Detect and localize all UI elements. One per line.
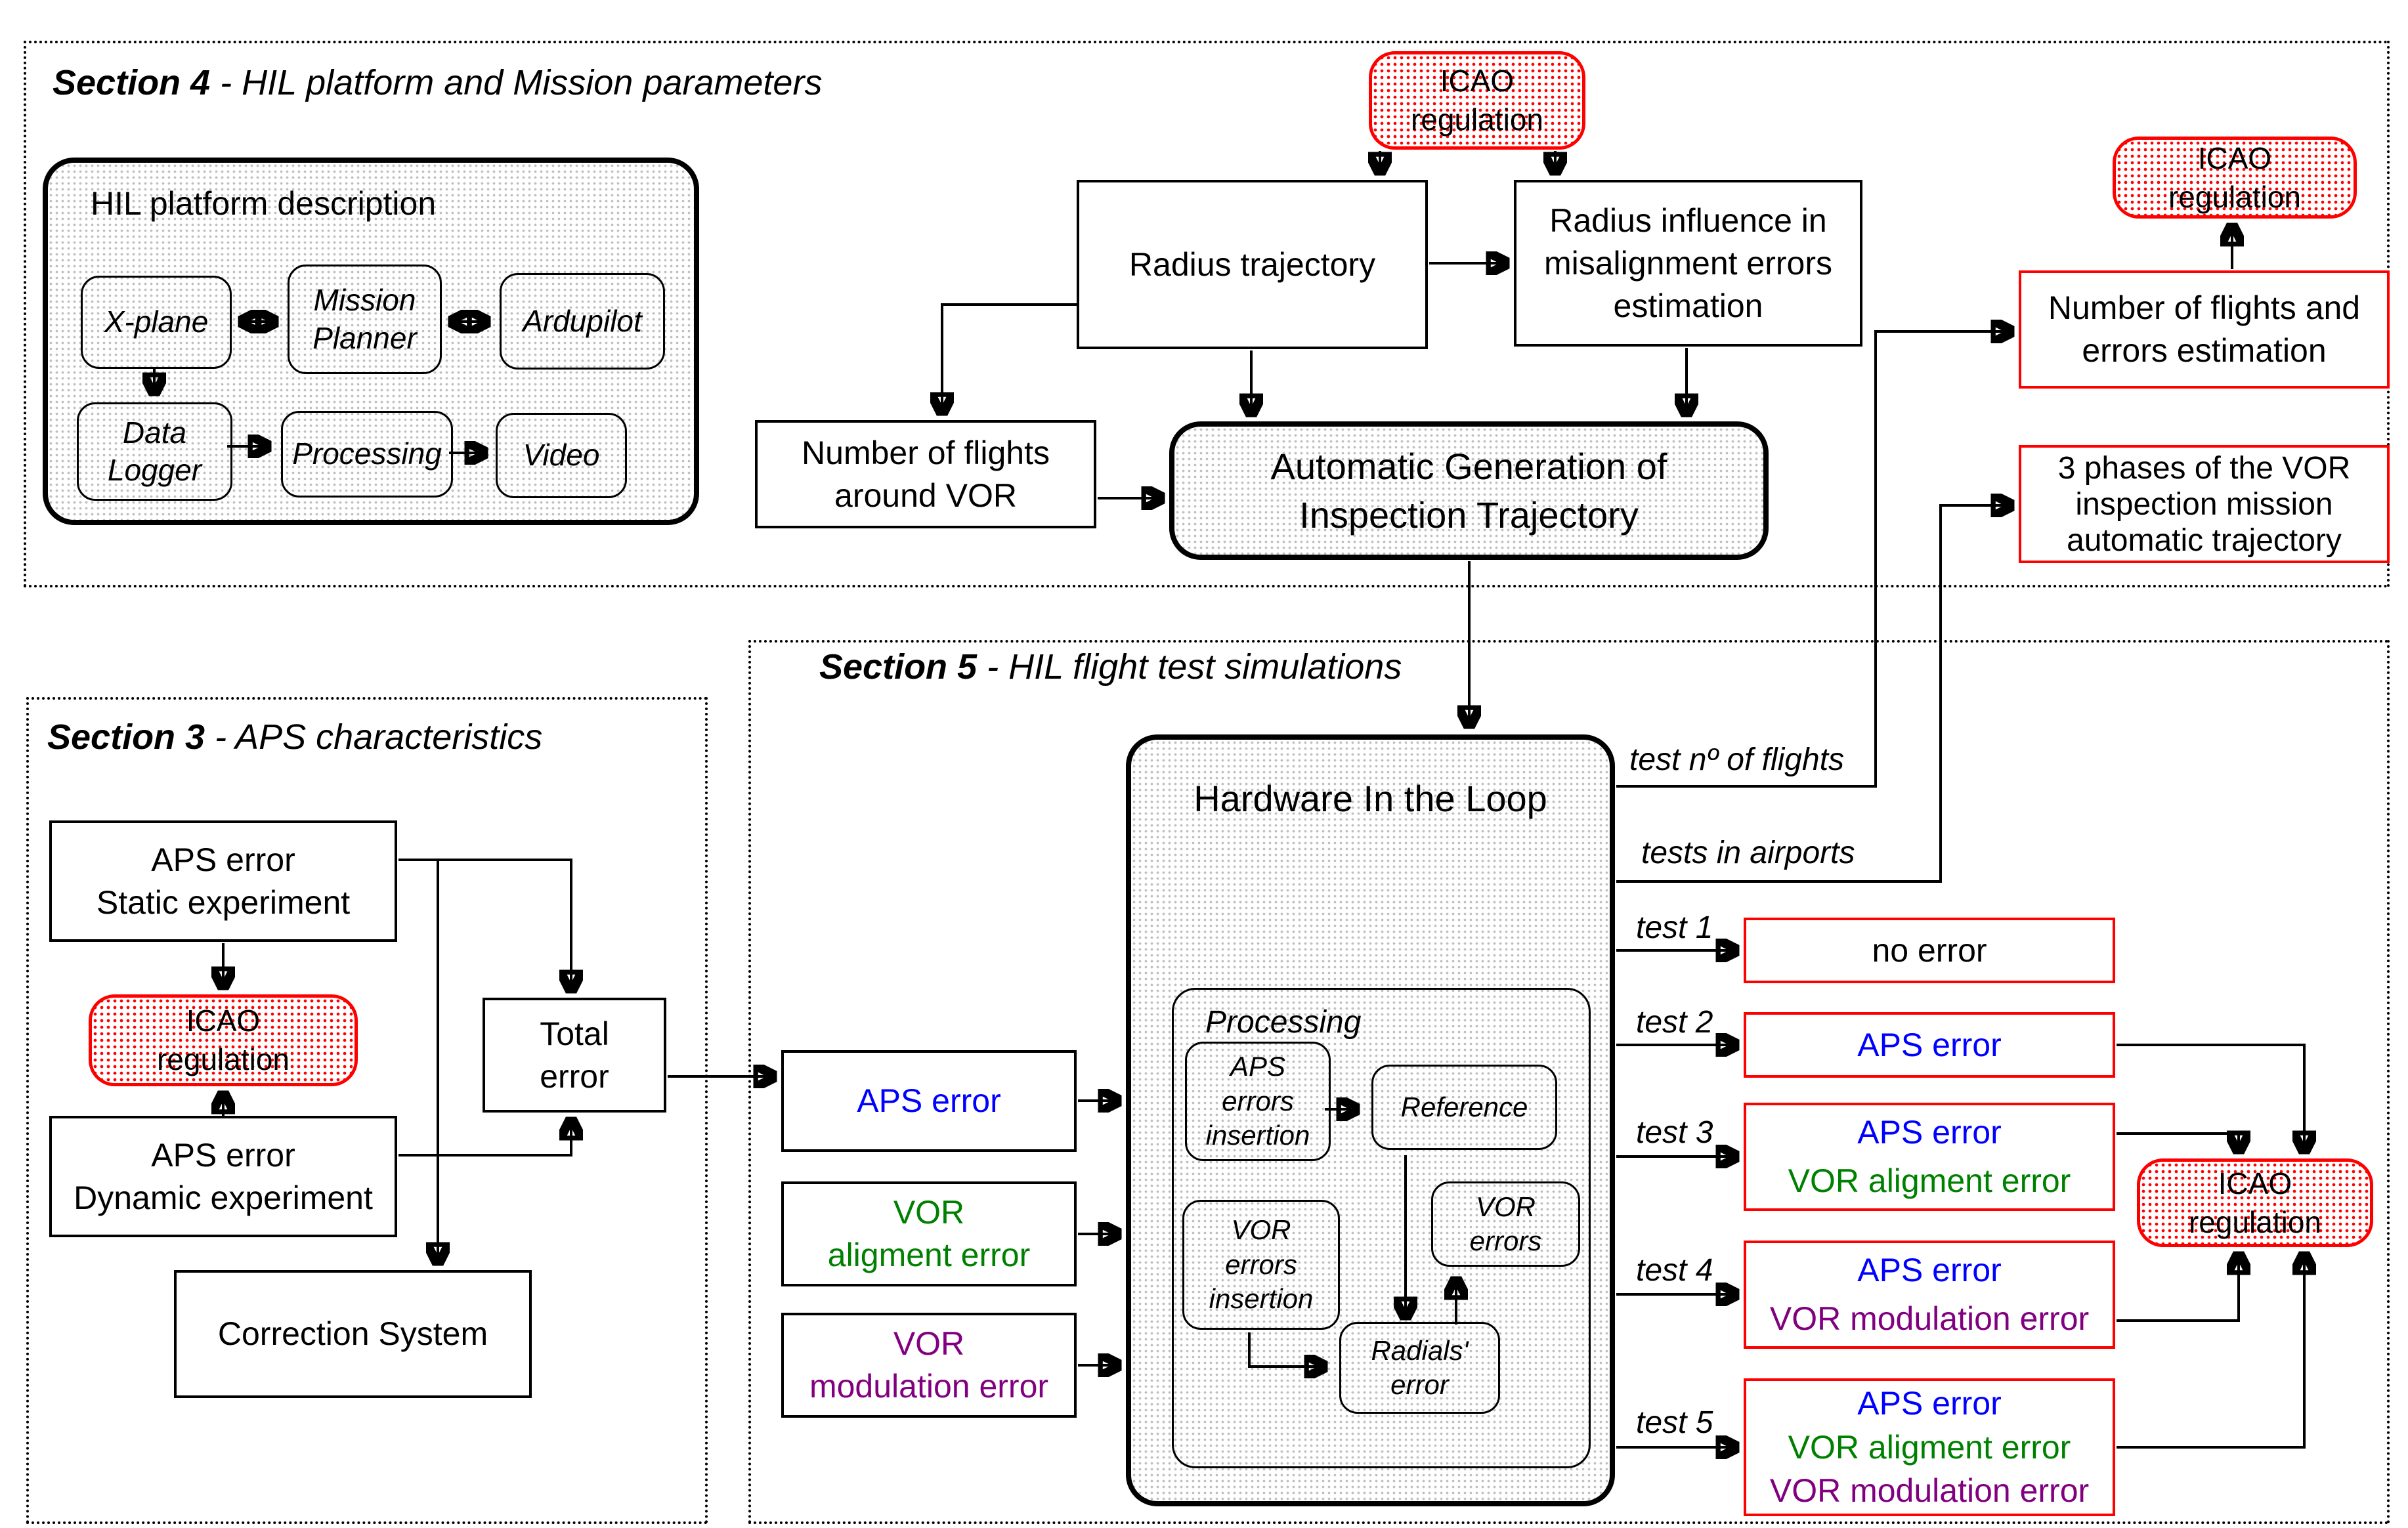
node-xplane: X-plane	[81, 276, 232, 369]
icao-regulation-top-right: ICAO regulation	[2113, 137, 2357, 219]
node-vor-errors: VOR errors	[1431, 1181, 1580, 1267]
label-test-3: test 3	[1636, 1115, 1713, 1150]
node-radials-error: Radials' error	[1339, 1322, 1500, 1414]
test3-row-aps: APS error	[1857, 1114, 2002, 1151]
node-video: Video	[496, 413, 627, 498]
section5-frame	[748, 640, 2390, 1524]
box-aps-static: APS error Static experiment	[49, 820, 397, 942]
node-ardupilot: Ardupilot	[500, 273, 665, 370]
section4-title: Section 4 - HIL platform and Mission par…	[53, 62, 822, 103]
box-radius-trajectory: Radius trajectory	[1077, 180, 1428, 349]
node-mission-planner: Mission Planner	[288, 265, 442, 374]
box-flights-around-vor: Number of flights around VOR	[755, 420, 1096, 528]
test5-row-vor-modulation: VOR modulation error	[1769, 1472, 2090, 1510]
test4-row-aps: APS error	[1857, 1252, 2002, 1288]
test1-row: no error	[1872, 931, 1987, 969]
hil-platform-box: HIL platform description X-plane Mission…	[43, 158, 699, 525]
section4-title-bold: Section 4	[53, 63, 211, 102]
test2-row: APS error	[1857, 1026, 2002, 1063]
label-test-4: test 4	[1636, 1253, 1713, 1288]
test1-result-box: no error	[1744, 918, 2115, 983]
hil-platform-title: HIL platform description	[91, 185, 437, 222]
node-aps-errors-insertion: APS errors insertion	[1185, 1042, 1331, 1161]
test4-result-box: APS error VOR modulation error	[1744, 1241, 2115, 1349]
test2-result-box: APS error	[1744, 1012, 2115, 1078]
label-test-no-of-flights: test nº of flights	[1629, 742, 1845, 777]
label-test-1: test 1	[1636, 910, 1713, 945]
node-processing: Processing	[281, 411, 453, 498]
label-tests-in-airports: tests in airports	[1641, 836, 1855, 870]
section3-title: Section 3 - APS characteristics	[47, 717, 542, 757]
section3-title-rest: - APS characteristics	[205, 717, 543, 757]
icao-regulation-section5: ICAO regulation	[2137, 1158, 2373, 1247]
icao-regulation-top: ICAO regulation	[1369, 51, 1585, 150]
node-reference: Reference	[1371, 1065, 1557, 1150]
test3-result-box: APS error VOR aligment error	[1744, 1103, 2115, 1211]
box-total-error: Total error	[483, 998, 666, 1113]
input-vor-alignment-error: VOR aligment error	[781, 1181, 1077, 1286]
processing-title: Processing	[1205, 1005, 1362, 1040]
section3-title-bold: Section 3	[47, 717, 205, 757]
section3-frame	[26, 697, 708, 1524]
box-correction-system: Correction System	[174, 1270, 532, 1398]
processing-box: Processing APS errors insertion Referenc…	[1172, 988, 1591, 1468]
hardware-in-the-loop-box: Hardware In the Loop Processing APS erro…	[1126, 734, 1615, 1506]
box-flights-errors-estimation: Number of flights and errors estimation	[2019, 270, 2390, 389]
input-vor-modulation-error: VOR modulation error	[781, 1313, 1077, 1418]
hil-title: Hardware In the Loop	[1193, 778, 1547, 820]
input-aps-error: APS error	[781, 1050, 1077, 1152]
test4-row-vor-modulation: VOR modulation error	[1769, 1300, 2090, 1337]
icao-regulation-section3: ICAO regulation	[89, 994, 358, 1086]
box-aps-dynamic: APS error Dynamic experiment	[49, 1116, 397, 1237]
node-data-logger: Data Logger	[77, 402, 232, 501]
section5-title: Section 5 - HIL flight test simulations	[819, 647, 1402, 687]
box-three-phases: 3 phases of the VOR inspection mission a…	[2019, 445, 2390, 563]
label-test-2: test 2	[1636, 1005, 1713, 1040]
test5-row-aps: APS error	[1857, 1384, 2002, 1422]
test5-result-box: APS error VOR aligment error VOR modulat…	[1744, 1378, 2115, 1516]
test3-row-vor-alignment: VOR aligment error	[1788, 1162, 2071, 1199]
section4-title-rest: - HIL platform and Mission parameters	[210, 63, 823, 102]
test5-row-vor-alignment: VOR aligment error	[1788, 1428, 2071, 1466]
label-test-5: test 5	[1636, 1405, 1713, 1440]
box-radius-influence: Radius influence in misalignment errors …	[1514, 180, 1862, 347]
node-vor-errors-insertion: VOR errors insertion	[1182, 1200, 1340, 1330]
box-auto-generation: Automatic Generation of Inspection Traje…	[1169, 421, 1769, 560]
section5-title-bold: Section 5	[819, 647, 978, 687]
section5-title-rest: - HIL flight test simulations	[977, 647, 1402, 687]
